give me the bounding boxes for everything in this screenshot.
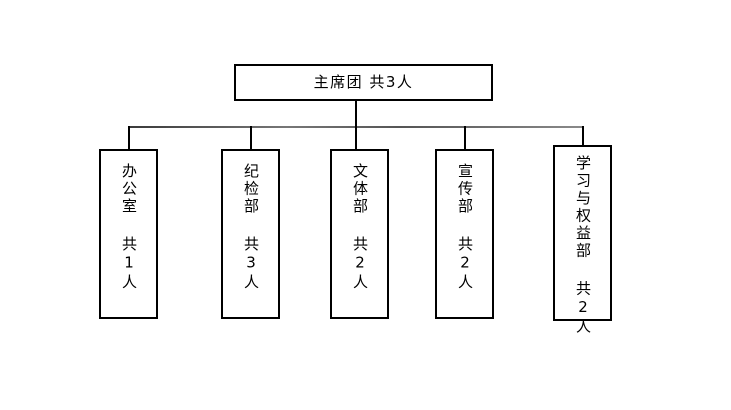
org-node-publicity[interactable]: 宣传部 共2人	[435, 149, 494, 319]
org-node-study-rights[interactable]: 学习与权益部 共2人	[553, 145, 612, 336]
org-node-discipline[interactable]: 纪检部 共3人	[221, 149, 280, 319]
connector-root-stem	[355, 100, 357, 127]
org-node-study-rights-label: 学习与权益部 共2人	[574, 155, 592, 336]
connector-drop-4	[464, 126, 466, 149]
org-node-publicity-label: 宣传部 共2人	[456, 163, 474, 292]
org-node-culture-sports[interactable]: 文体部 共2人	[330, 149, 389, 319]
org-node-office-label: 办公室 共1人	[120, 163, 138, 292]
org-node-root[interactable]: 主席团 共3人	[234, 64, 493, 101]
org-node-culture-sports-label: 文体部 共2人	[351, 163, 369, 292]
connector-drop-3	[355, 126, 357, 149]
connector-drop-5	[582, 126, 584, 145]
org-node-discipline-label: 纪检部 共3人	[242, 163, 260, 292]
connector-drop-2	[250, 126, 252, 149]
org-node-office[interactable]: 办公室 共1人	[99, 149, 158, 319]
connector-drop-1	[128, 126, 130, 149]
org-node-root-label: 主席团 共3人	[313, 73, 414, 91]
